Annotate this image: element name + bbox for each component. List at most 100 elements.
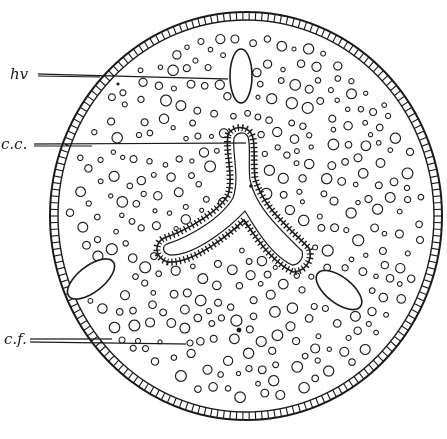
wall-cell [364, 57, 369, 63]
label-hv: hv [10, 65, 29, 83]
cell [267, 94, 277, 104]
cell [294, 161, 299, 166]
cell [365, 195, 372, 202]
cell [356, 200, 360, 204]
cell [368, 133, 372, 137]
wall-cell [280, 409, 282, 417]
wall-cell [54, 255, 62, 257]
wall-cell [87, 331, 94, 336]
wall-cell [338, 387, 342, 394]
cell [112, 133, 122, 143]
cell [278, 173, 288, 183]
wall-cell [373, 66, 378, 72]
cell [200, 208, 204, 212]
cell [256, 381, 261, 386]
cell [258, 81, 264, 87]
wall-cell [156, 35, 160, 42]
wall-cell [391, 85, 397, 90]
cell [405, 197, 411, 203]
wall-cell [128, 53, 133, 59]
cell [312, 375, 319, 382]
cell [273, 266, 277, 270]
cell [138, 96, 144, 102]
cell [224, 356, 233, 365]
cell [85, 165, 92, 172]
cell [346, 208, 356, 218]
cell [160, 309, 167, 316]
cell [386, 113, 391, 118]
wall-cell [104, 351, 110, 357]
cell [408, 275, 415, 282]
cell [358, 169, 368, 179]
wall-cell [68, 131, 75, 134]
cell [224, 93, 231, 100]
cell [277, 41, 287, 51]
wall-cell [192, 404, 194, 412]
cell [266, 117, 273, 124]
cell [98, 304, 107, 313]
wall-cell [87, 96, 94, 101]
cell [279, 279, 289, 289]
cell [230, 334, 240, 344]
cell [258, 282, 263, 287]
cell [270, 307, 281, 318]
cell [364, 91, 368, 95]
cell [214, 148, 219, 153]
cell [197, 338, 205, 346]
cell [316, 334, 321, 339]
cell [327, 347, 331, 351]
cell [292, 47, 296, 51]
cell [266, 290, 275, 299]
cell [328, 139, 339, 150]
cell [284, 152, 290, 158]
cell [218, 315, 224, 321]
cell [174, 188, 183, 197]
wall-cell [223, 13, 224, 21]
cell [250, 40, 257, 47]
cell [359, 268, 367, 276]
wall-cell [113, 360, 118, 366]
cell [402, 168, 413, 179]
wall-cell [204, 408, 206, 416]
cell [121, 155, 125, 159]
cell [196, 182, 201, 187]
cell [381, 261, 388, 268]
cell [184, 136, 188, 140]
cell [193, 58, 198, 63]
cell [397, 295, 406, 304]
cell [311, 304, 317, 310]
cell [133, 201, 140, 208]
wall-cell [402, 326, 409, 331]
cell [309, 274, 314, 279]
cell [376, 124, 383, 131]
wall-cell [426, 274, 434, 276]
dot [237, 328, 242, 333]
cell [119, 337, 125, 343]
cell [313, 245, 318, 250]
wall-cell [274, 14, 275, 22]
cell [109, 322, 119, 332]
cell [317, 214, 322, 219]
cell [86, 201, 91, 206]
cell [231, 315, 242, 326]
cell [331, 224, 339, 232]
cell [151, 358, 158, 365]
cell [146, 318, 155, 327]
wall-cell [74, 119, 81, 123]
cell [98, 179, 103, 184]
cell [214, 260, 221, 267]
cell [190, 120, 196, 126]
wall-cell [394, 336, 400, 341]
wall-cell [211, 409, 213, 417]
cell [116, 309, 123, 316]
cell [397, 209, 402, 214]
cell [209, 321, 215, 327]
cell [246, 271, 255, 280]
cell [293, 338, 300, 345]
wall-cell [54, 176, 62, 178]
cell [292, 362, 303, 373]
wall-cell [354, 377, 359, 384]
wall-cell [84, 326, 91, 331]
wall-cell [95, 85, 101, 90]
cc-leader-line [34, 143, 246, 144]
